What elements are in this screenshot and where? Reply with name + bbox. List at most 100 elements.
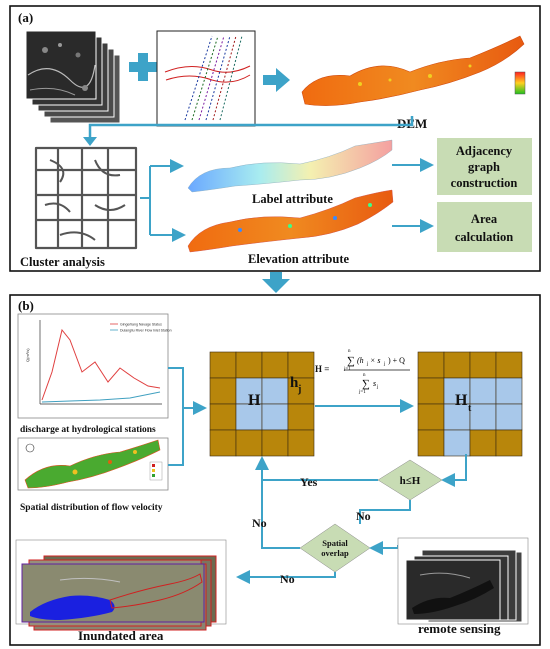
yes-label: Yes	[300, 475, 318, 489]
mini-chart-legend-1: Gingerliang Navage Status	[120, 323, 162, 327]
grid-cell	[261, 403, 289, 431]
elevation-dot	[238, 228, 242, 232]
chart-to-grid-connector	[168, 367, 184, 408]
grid-cell	[443, 429, 471, 457]
arrow-to-dem	[263, 68, 290, 92]
panel-b-label: (b)	[18, 298, 34, 313]
right-grid	[417, 351, 523, 457]
grid-cell	[209, 377, 237, 405]
no-label-3: No	[280, 572, 295, 586]
formula-num-body: (h	[357, 356, 364, 365]
panel-b-frame	[9, 294, 541, 646]
grid-cell	[261, 351, 289, 379]
remote-sensing-caption: remote sensing	[418, 621, 501, 636]
left-grid-neighbor-sub: j	[297, 384, 301, 395]
grid-cell	[287, 351, 315, 379]
panel-transition-arrow	[262, 272, 290, 293]
dem-to-cluster-connector	[88, 116, 414, 140]
grid-cell	[287, 377, 315, 405]
formula-num-body-sub: j	[366, 362, 368, 367]
grid-cell	[469, 429, 497, 457]
elevation-attribute-caption: Elevation attribute	[248, 252, 349, 266]
mini-chart-ylabel: Q(m³/s)	[25, 348, 30, 362]
adjacency-line-2: graph	[468, 160, 500, 174]
grid-cell	[209, 351, 237, 379]
decision-h-label: h≤H	[400, 475, 421, 487]
grid-cell	[235, 403, 263, 431]
grid-cell	[495, 377, 523, 405]
adjacency-box	[437, 138, 532, 195]
plus-icon	[129, 53, 157, 81]
formula-num-times-sub: j	[383, 362, 385, 367]
grid-cell	[495, 403, 523, 431]
dem-river-map	[301, 35, 525, 106]
formula-den-body-sub: j	[376, 385, 378, 390]
formula-num-bottom: j=1	[343, 367, 351, 372]
area-line-1: Area	[471, 212, 498, 226]
grid-cell	[443, 377, 471, 405]
no-branch-to-overlap	[359, 500, 411, 524]
formula-den-top: n	[363, 373, 366, 378]
grid-cell	[235, 351, 263, 379]
right-grid-to-decision	[441, 454, 467, 487]
discharge-caption: discharge at hydrological stations	[20, 425, 156, 435]
formula-num-top: n	[348, 349, 351, 354]
grid-cell	[287, 429, 315, 457]
left-grid-center-label: H	[248, 392, 261, 409]
right-grid-center-sub: t	[468, 403, 472, 414]
adjacency-line-1: Adjacency	[456, 144, 513, 158]
grid-cell	[261, 429, 289, 457]
grid-cell	[235, 429, 263, 457]
formula-num-times: × s	[370, 356, 381, 365]
panel-a-label: (a)	[18, 10, 33, 25]
water-level-formula: H = ∑ n j=1 (h j × s j ) + Q ∑ n j=1 s j	[315, 349, 410, 395]
area-box	[437, 202, 532, 252]
grid-cell	[417, 429, 445, 457]
grid-cell	[495, 429, 523, 457]
flow-velocity-map	[17, 437, 169, 491]
formula-num-tail: ) + Q	[388, 356, 405, 365]
right-grid-center-label: H	[455, 392, 468, 409]
area-line-2: calculation	[455, 230, 513, 244]
grid-cell	[417, 403, 445, 431]
no-label-2: No	[252, 516, 267, 530]
remote-sensing-image	[397, 537, 529, 625]
cross-section-image	[156, 30, 256, 127]
cluster-branch-connector	[140, 166, 151, 235]
left-grid	[209, 351, 315, 457]
elevation-dot	[288, 224, 292, 228]
grid-cell	[209, 403, 237, 431]
cluster-analysis-caption: Cluster analysis	[20, 255, 105, 269]
panel-a-frame	[9, 5, 541, 272]
dem-legend-bar	[514, 71, 526, 95]
spatial-overlap-line-2: overlap	[321, 548, 349, 558]
spatial-overlap-line-1: Spatial	[322, 538, 348, 548]
grid-cell	[261, 377, 289, 405]
formula-lhs: H =	[315, 364, 329, 374]
elevation-attribute-river	[187, 189, 394, 253]
cluster-analysis-image	[34, 146, 138, 250]
grid-cell	[495, 351, 523, 379]
grid-cell	[417, 351, 445, 379]
dem-to-cluster-arrowhead	[83, 137, 97, 146]
elevation-dot	[333, 216, 337, 220]
grid-cell	[209, 429, 237, 457]
grid-cell	[417, 377, 445, 405]
label-attribute-river	[187, 139, 393, 193]
inundated-area-image	[15, 539, 227, 631]
flow-velocity-caption: Spatial distribution of flow velocity	[20, 503, 163, 513]
adjacency-line-3: construction	[451, 176, 518, 190]
elevation-dot	[368, 203, 372, 207]
satellite-image-stack	[25, 30, 121, 124]
label-attribute-caption: Label attribute	[252, 192, 333, 206]
grid-cell	[287, 403, 315, 431]
yes-branch-connector	[255, 456, 378, 481]
formula-den-body: s	[373, 379, 376, 388]
no-label-1: No	[356, 509, 371, 523]
formula-den-bottom: j=1	[358, 390, 366, 395]
inundated-caption: Inundated area	[78, 628, 164, 643]
grid-cell	[469, 403, 497, 431]
overlap-to-inundated	[236, 570, 336, 584]
formula-num-sum: ∑	[347, 355, 355, 367]
